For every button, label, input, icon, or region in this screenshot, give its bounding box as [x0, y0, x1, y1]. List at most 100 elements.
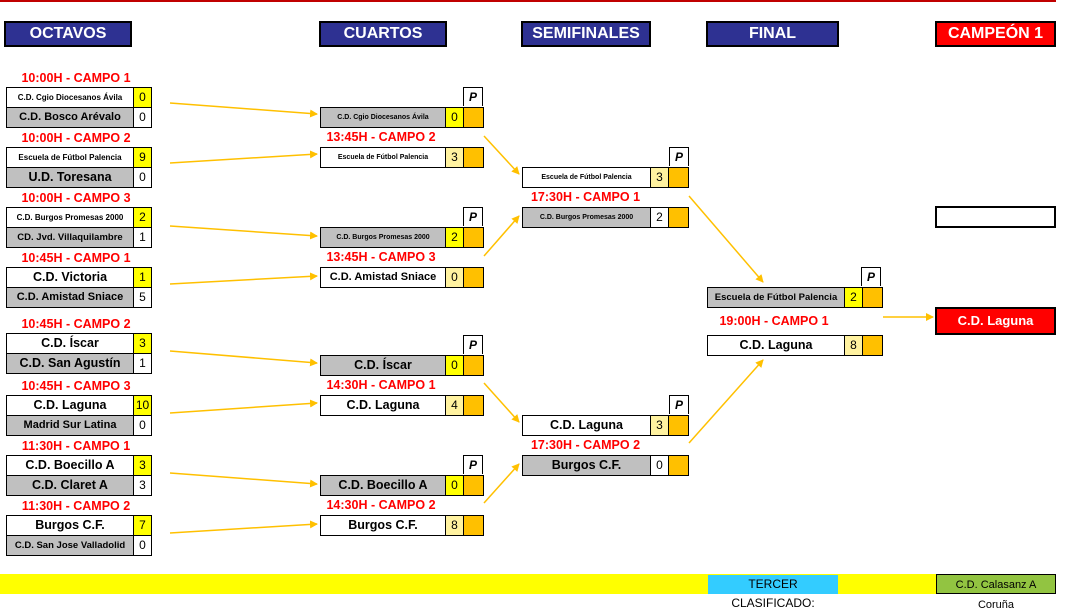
penalty-header: P: [463, 87, 483, 106]
penalty-cell: [862, 336, 882, 355]
connector-line: [483, 382, 520, 423]
team-row: Burgos C.F. 0: [522, 455, 689, 476]
penalty-cell: [668, 208, 688, 227]
team-row: Burgos C.F.8: [320, 515, 484, 536]
team-name: C.D. Victoria: [32, 270, 108, 284]
team-row: Madrid Sur Latina 0: [6, 415, 152, 436]
match-time: 10:45H - CAMPO 1: [21, 251, 131, 265]
team-row: C.D. Amistad Sniace 0: [320, 267, 484, 288]
team-score: 0: [445, 356, 463, 375]
match-time: 10:45H - CAMPO 3: [21, 379, 131, 393]
team-name: C.D. Laguna: [550, 418, 623, 432]
team-name: C.D. Íscar: [41, 336, 99, 350]
team-score: 0: [133, 88, 151, 107]
team-score: 0: [445, 108, 463, 127]
team-score: 10: [133, 396, 151, 415]
connector-line: [169, 272, 318, 285]
third-place-label: TERCER CLASIFICADO:: [708, 575, 838, 610]
connector-line: [688, 359, 764, 444]
team-name: C.D. Burgos Promesas 2000: [336, 234, 430, 241]
team-name: Burgos C.F.: [551, 458, 622, 472]
team-name: C.D. San Agustín: [19, 356, 121, 370]
team-name: Madrid Sur Latina: [23, 419, 117, 431]
third-place-team: C.D. Calasanz A Coruña: [936, 574, 1056, 611]
team-score: 5: [133, 288, 151, 307]
match-time: 14:30H - CAMPO 2: [326, 498, 436, 512]
team-name: C.D. Amistad Sniace: [329, 271, 437, 283]
penalty-header: P: [463, 207, 483, 226]
team-row: C.D. Bosco Arévalo 0: [6, 107, 152, 128]
penalty-cell: [668, 416, 688, 435]
match-time: 14:30H - CAMPO 1: [326, 378, 436, 392]
connector-line: [483, 135, 520, 175]
team-score: 3: [133, 476, 151, 495]
penalty-cell: [668, 456, 688, 475]
match-time: 17:30H - CAMPO 2: [530, 438, 641, 452]
team-row: C.D. Amistad Sniace 5: [6, 287, 152, 308]
team-name: C.D. Amistad Sniace: [16, 291, 124, 303]
team-score: 0: [133, 416, 151, 435]
penalty-cell: [668, 168, 688, 187]
penalty-cell: [463, 228, 483, 247]
team-name: C.D. Boecillo A: [338, 478, 428, 492]
team-score: 1: [133, 228, 151, 247]
team-score: 8: [844, 336, 862, 355]
team-name: C.D. Burgos Promesas 2000: [16, 213, 124, 222]
team-name: Escuela de Fútbol Palencia: [541, 174, 632, 181]
team-score: 0: [133, 168, 151, 187]
bottom-bar: [0, 574, 1056, 594]
match-time: 10:00H - CAMPO 3: [21, 191, 131, 205]
team-score: 2: [445, 228, 463, 247]
team-name: Burgos C.F.: [35, 518, 105, 532]
team-score: 4: [445, 396, 463, 415]
team-name: C.D. Laguna: [33, 398, 107, 412]
team-score: 0: [133, 108, 151, 127]
team-name: C.D. Cgio Diocesanos Ávila: [337, 114, 429, 121]
team-score: 2: [133, 208, 151, 227]
team-name: C.D. Bosco Arévalo: [19, 111, 121, 123]
team-score: 0: [650, 456, 668, 475]
team-row: Burgos C.F.7: [6, 515, 152, 536]
team-score: 0: [133, 536, 151, 555]
connector-line: [169, 350, 318, 367]
match-time: 11:30H - CAMPO 1: [21, 439, 131, 453]
header-semifinales: SEMIFINALES: [521, 21, 651, 47]
team-name: Escuela de Fútbol Palencia: [714, 292, 838, 303]
header-cuartos: CUARTOS: [319, 21, 447, 47]
connector-line: [169, 225, 318, 240]
team-row: C.D. San Agustín 1: [6, 353, 152, 374]
top-red-line: [0, 0, 1056, 2]
penalty-header: P: [861, 267, 881, 286]
connector-line: [169, 472, 318, 488]
team-name: U.D. Toresana: [28, 170, 112, 184]
team-score: 0: [445, 268, 463, 287]
champion-empty-box: [935, 206, 1056, 228]
penalty-header: P: [669, 395, 689, 414]
match-time: 13:45H - CAMPO 3: [326, 250, 436, 264]
team-score: 2: [844, 288, 862, 307]
connector-line: [169, 102, 318, 118]
team-score: 1: [133, 354, 151, 373]
header-final: FINAL: [706, 21, 839, 47]
bracket-connectors: [169, 102, 934, 587]
penalty-header: P: [669, 147, 689, 166]
connector-line: [169, 399, 318, 414]
team-row: C.D. Cgio Diocesanos Ávila 0: [320, 107, 484, 128]
team-name: C.D. Claret A: [32, 478, 108, 492]
team-name: Escuela de Fútbol Palencia: [337, 154, 429, 161]
team-row: Escuela de Fútbol Palencia 3: [522, 167, 689, 188]
team-score: 8: [445, 516, 463, 535]
penalty-cell: [463, 516, 483, 535]
penalty-cell: [463, 356, 483, 375]
team-score: 3: [650, 168, 668, 187]
